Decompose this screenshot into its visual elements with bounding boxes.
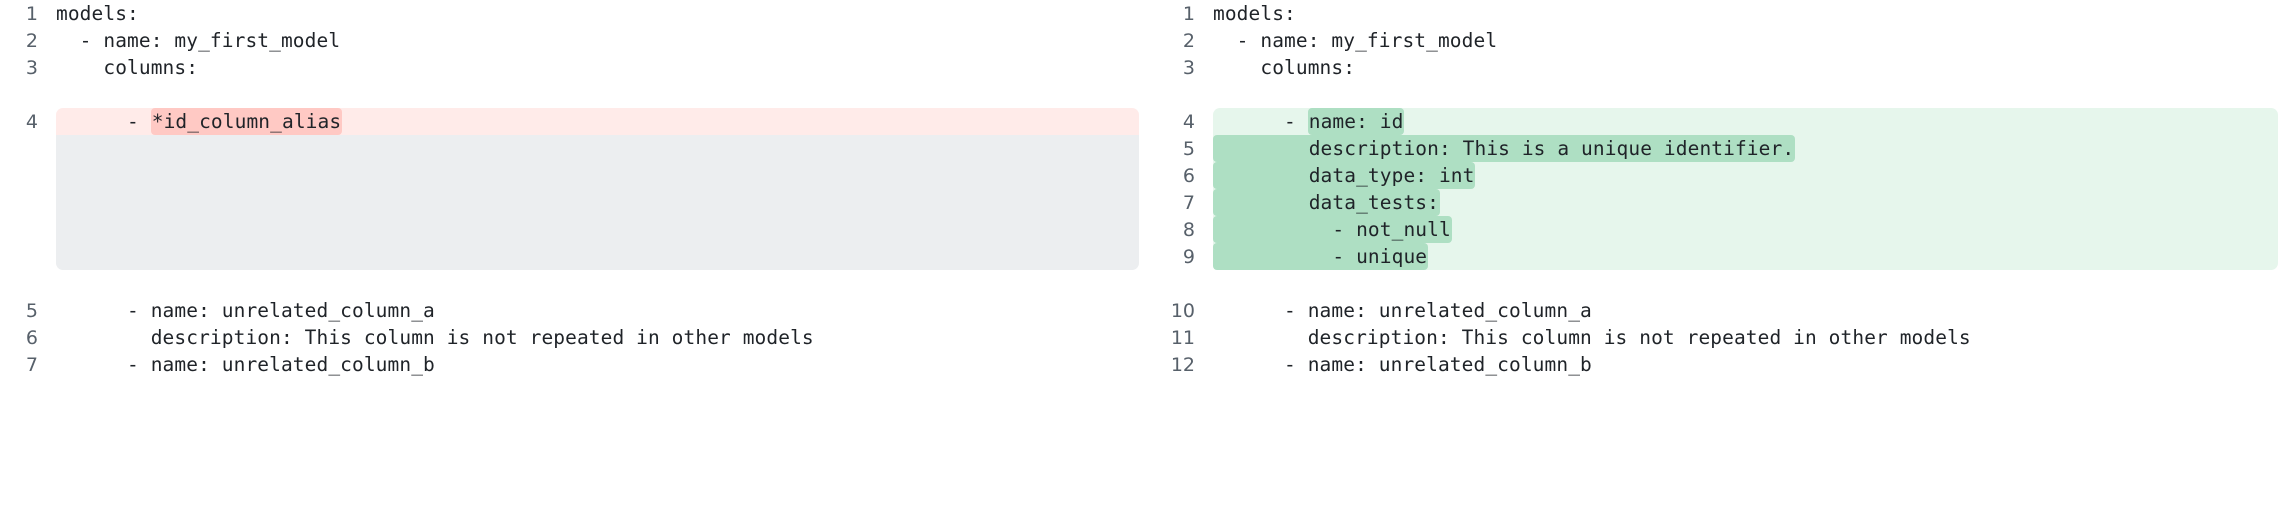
line-number: 11	[1170, 326, 1195, 349]
code-line: 10 - name: unrelated_column_a	[1139, 297, 2278, 324]
ghost-filler	[56, 243, 1139, 270]
line-content-added[interactable]: data_type: int	[1213, 162, 2278, 189]
gap-row	[0, 270, 1139, 297]
code-line-deleted: 4 - *id_column_alias	[0, 108, 1139, 135]
gap-row	[0, 81, 1139, 108]
line-number: 1	[25, 2, 38, 25]
code-line: 1 models:	[0, 0, 1139, 27]
gap-line-number	[0, 270, 56, 297]
gap-line-number	[1139, 81, 1213, 108]
gap-line-content	[1213, 270, 2278, 297]
code-line-added: 4 - name: id	[1139, 108, 2278, 135]
gap-line-content	[56, 270, 1139, 297]
code-line: 7 - name: unrelated_column_b	[0, 351, 1139, 378]
gap-line-number	[1139, 270, 1213, 297]
added-token: name: id	[1307, 108, 1405, 135]
line-indent-prefix: -	[1213, 110, 1308, 133]
code-line: 3 columns:	[0, 54, 1139, 81]
ghost-filler	[56, 135, 1139, 162]
line-content[interactable]: columns:	[1213, 56, 1356, 79]
line-content[interactable]: columns:	[56, 56, 199, 79]
code-line-added: 5 description: This is a unique identifi…	[1139, 135, 2278, 162]
code-line-added: 8 - not_null	[1139, 216, 2278, 243]
line-content-added[interactable]: - name: id	[1213, 108, 2278, 135]
line-content-added[interactable]: - not_null	[1213, 216, 2278, 243]
line-number: 4	[1182, 110, 1195, 133]
line-content-deleted[interactable]: - *id_column_alias	[56, 108, 1139, 135]
code-line-added: 7 data_tests:	[1139, 189, 2278, 216]
line-number: 5	[25, 299, 38, 322]
code-line: 11 description: This column is not repea…	[1139, 324, 2278, 351]
added-token: data_type: int	[1213, 162, 1476, 189]
line-number: 6	[25, 326, 38, 349]
code-line-added: 9 - unique	[1139, 243, 2278, 270]
ghost-line-number	[0, 189, 56, 216]
code-line: 2 - name: my_first_model	[0, 27, 1139, 54]
ghost-line-number	[0, 243, 56, 270]
line-content[interactable]: models:	[1213, 2, 1296, 25]
ghost-filler-row	[0, 162, 1139, 189]
gap-line-content	[56, 81, 1139, 108]
line-number: 3	[1182, 56, 1195, 79]
line-content[interactable]: - name: unrelated_column_b	[1213, 353, 1592, 376]
line-content[interactable]: - name: my_first_model	[56, 29, 341, 52]
added-token: - not_null	[1213, 216, 1452, 243]
line-number: 2	[25, 29, 38, 52]
gap-row	[1139, 81, 2278, 108]
line-content-added[interactable]: description: This is a unique identifier…	[1213, 135, 2278, 162]
diff-pane-after: 1 models: 2 - name: my_first_model 3 col…	[1139, 0, 2278, 528]
line-number: 9	[1182, 245, 1195, 268]
line-number: 3	[25, 56, 38, 79]
line-indent-prefix: -	[56, 110, 151, 133]
line-number: 7	[25, 353, 38, 376]
diff-pane-before: 1 models: 2 - name: my_first_model 3 col…	[0, 0, 1139, 378]
line-number: 12	[1170, 353, 1195, 376]
line-content[interactable]: - name: unrelated_column_b	[56, 353, 435, 376]
line-content[interactable]: description: This column is not repeated…	[1213, 326, 1971, 349]
ghost-filler-row	[0, 189, 1139, 216]
line-content-added[interactable]: - unique	[1213, 243, 2278, 270]
line-number: 7	[1182, 191, 1195, 214]
ghost-filler	[56, 189, 1139, 216]
ghost-filler-row	[0, 243, 1139, 270]
line-content[interactable]: description: This column is not repeated…	[56, 326, 814, 349]
line-number: 2	[1182, 29, 1195, 52]
added-token: data_tests:	[1213, 189, 1440, 216]
code-table-before: 1 models: 2 - name: my_first_model 3 col…	[0, 0, 1139, 378]
gap-row	[1139, 270, 2278, 297]
ghost-filler-row	[0, 216, 1139, 243]
ghost-line-number	[0, 216, 56, 243]
line-number: 1	[1182, 2, 1195, 25]
line-content[interactable]: - name: unrelated_column_a	[1213, 299, 1592, 322]
code-line: 3 columns:	[1139, 54, 2278, 81]
line-number: 6	[1182, 164, 1195, 187]
line-number: 4	[25, 110, 38, 133]
ghost-line-number	[0, 162, 56, 189]
ghost-filler	[56, 216, 1139, 243]
ghost-filler-row	[0, 135, 1139, 162]
added-token: - unique	[1213, 243, 1429, 270]
line-number: 8	[1182, 218, 1195, 241]
code-line-added: 6 data_type: int	[1139, 162, 2278, 189]
gap-line-number	[0, 81, 56, 108]
code-line: 1 models:	[1139, 0, 2278, 27]
line-number: 10	[1170, 299, 1195, 322]
ghost-filler	[56, 162, 1139, 189]
deleted-token: *id_column_alias	[150, 108, 343, 135]
line-content[interactable]: - name: my_first_model	[1213, 29, 1498, 52]
code-table-after: 1 models: 2 - name: my_first_model 3 col…	[1139, 0, 2278, 378]
line-content[interactable]: models:	[56, 2, 139, 25]
line-content[interactable]: - name: unrelated_column_a	[56, 299, 435, 322]
line-number: 5	[1182, 137, 1195, 160]
code-line: 2 - name: my_first_model	[1139, 27, 2278, 54]
ghost-line-number	[0, 135, 56, 162]
added-token: description: This is a unique identifier…	[1213, 135, 1796, 162]
code-line: 6 description: This column is not repeat…	[0, 324, 1139, 351]
line-content-added[interactable]: data_tests:	[1213, 189, 2278, 216]
gap-line-content	[1213, 81, 2278, 108]
code-line: 12 - name: unrelated_column_b	[1139, 351, 2278, 378]
code-line: 5 - name: unrelated_column_a	[0, 297, 1139, 324]
